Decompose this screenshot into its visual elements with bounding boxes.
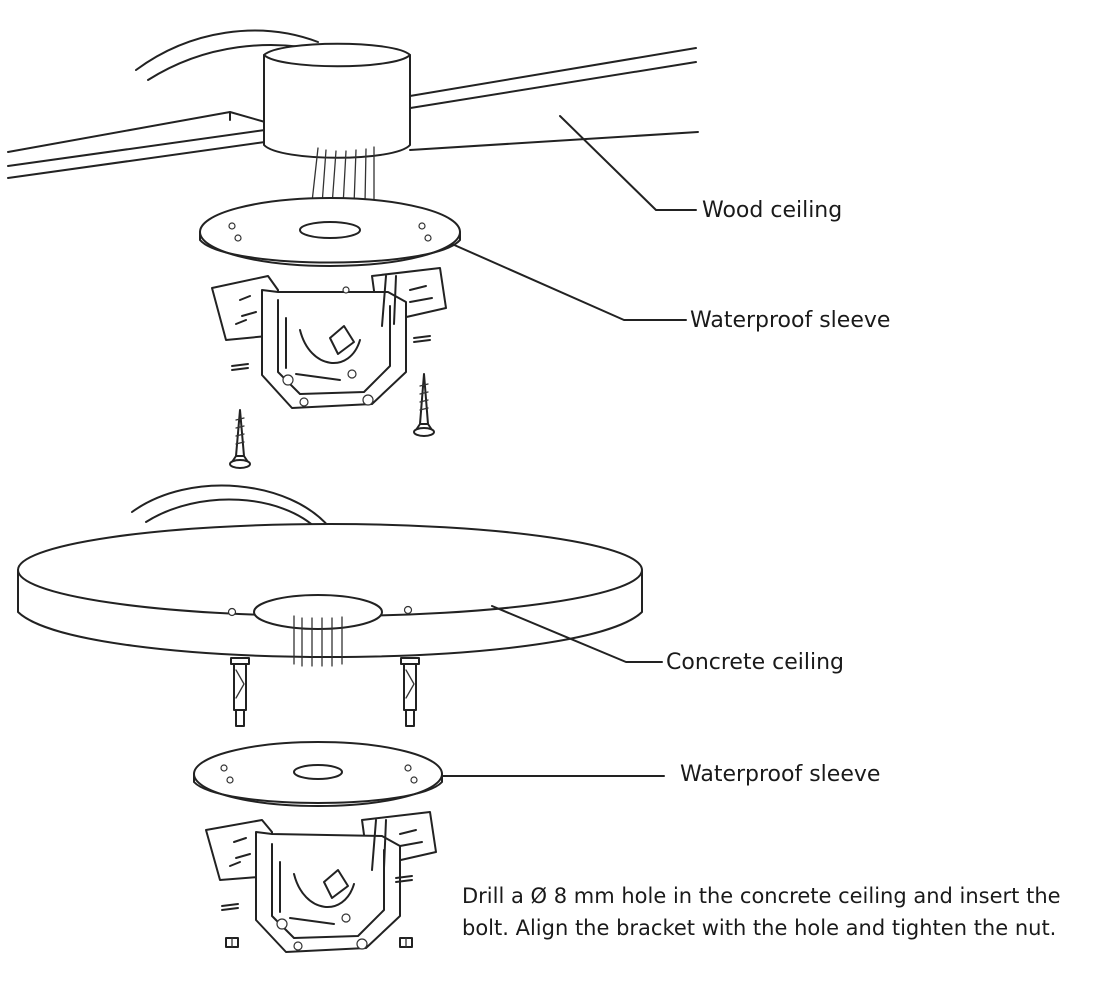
label-waterproof-sleeve-top: Waterproof sleeve xyxy=(690,308,891,333)
nut-left xyxy=(225,937,239,948)
expansion-bolt-left xyxy=(230,657,250,727)
washer-bottom-right xyxy=(395,875,413,883)
leader-waterproof-sleeve-top xyxy=(451,243,687,321)
washer-right xyxy=(413,335,431,343)
instruction-text: Drill a Ø 8 mm hole in the concrete ceil… xyxy=(462,884,1061,940)
leader-concrete-ceiling xyxy=(491,605,663,663)
concrete-cable xyxy=(131,484,331,529)
concrete-ceiling-assembly xyxy=(17,484,643,953)
washer-bottom-left xyxy=(221,903,239,911)
wires-concrete xyxy=(293,615,343,667)
label-concrete-ceiling: Concrete ceiling xyxy=(666,650,844,675)
wires-top xyxy=(311,146,375,207)
mount-bracket-bottom xyxy=(205,811,437,953)
wood-screw-left xyxy=(229,409,251,469)
label-waterproof-sleeve-bottom: Waterproof sleeve xyxy=(680,762,881,787)
mount-bracket-top xyxy=(211,267,447,409)
top-cable xyxy=(135,29,319,71)
left-joist xyxy=(7,111,266,179)
wood-ceiling-assembly xyxy=(7,29,699,469)
leader-wood-ceiling xyxy=(559,115,697,211)
leader-lines xyxy=(441,115,697,777)
concrete-hole xyxy=(253,594,383,630)
label-wood-ceiling: Wood ceiling xyxy=(702,198,843,223)
junction-box xyxy=(263,42,411,159)
expansion-bolt-right xyxy=(400,657,420,727)
nut-right xyxy=(399,937,413,948)
wood-screw-right xyxy=(413,373,435,437)
right-joist xyxy=(384,47,697,119)
washer-left xyxy=(231,363,249,371)
